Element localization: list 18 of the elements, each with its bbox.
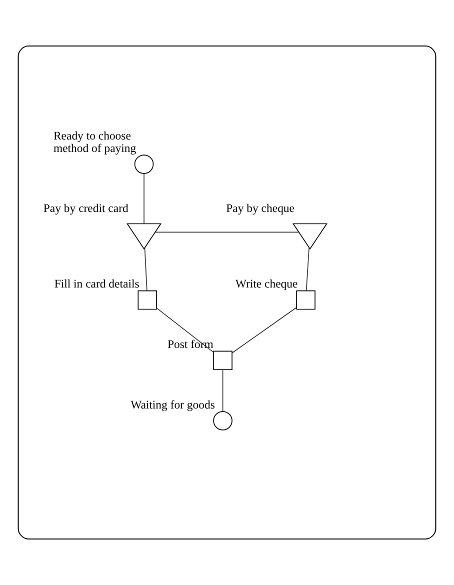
node-label: Fill in card details <box>54 278 140 291</box>
node-box <box>138 290 157 310</box>
node-circle <box>213 411 232 430</box>
connector <box>154 232 299 233</box>
node-label: Write cheque <box>235 278 298 291</box>
connector <box>144 248 148 291</box>
node-box <box>296 290 316 310</box>
cluster <box>18 46 436 540</box>
connector <box>156 308 214 353</box>
connector <box>306 247 310 292</box>
node-circle <box>134 154 154 174</box>
node-box <box>213 350 232 370</box>
connector <box>222 369 224 412</box>
node-label: Pay by credit card <box>43 202 128 216</box>
connector <box>232 307 297 354</box>
node-label: Waiting for goods <box>130 398 215 412</box>
node-label: Pay by cheque <box>226 202 295 216</box>
node-label: Ready to choose method of paying <box>53 129 136 155</box>
